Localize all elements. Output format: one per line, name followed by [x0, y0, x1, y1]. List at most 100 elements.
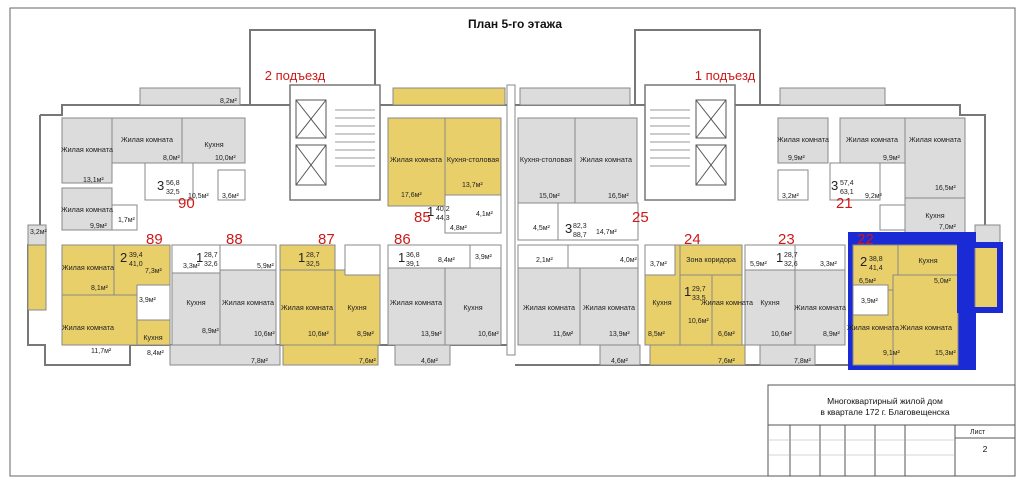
svg-text:9,9м²: 9,9м² [90, 223, 108, 230]
svg-text:4,6м²: 4,6м² [611, 358, 629, 365]
svg-text:8,9м²: 8,9м² [823, 331, 841, 338]
svg-text:88,7: 88,7 [573, 232, 587, 239]
svg-text:9,2м²: 9,2м² [865, 193, 883, 200]
apt-summary-21: 3 57,4 63,1 [831, 178, 854, 196]
svg-text:3,9м²: 3,9м² [475, 254, 493, 261]
svg-text:3: 3 [157, 178, 164, 193]
apt-number-23: 23 [778, 231, 795, 248]
svg-text:28,7: 28,7 [306, 252, 320, 259]
svg-text:2: 2 [120, 250, 127, 265]
apt-number-86: 86 [394, 231, 411, 248]
apartment-22 [848, 232, 1003, 370]
apt-number-21: 21 [836, 195, 853, 212]
svg-text:10,6м²: 10,6м² [688, 318, 709, 325]
svg-text:8,9м²: 8,9м² [202, 328, 220, 335]
svg-text:57,4: 57,4 [840, 180, 854, 187]
svg-text:33,5: 33,5 [692, 295, 706, 302]
svg-text:38,8: 38,8 [869, 256, 883, 263]
apt-number-89: 89 [146, 231, 163, 248]
apt-summary-85: 1 40,2 44,3 [427, 204, 450, 222]
svg-text:36,8: 36,8 [406, 252, 420, 259]
apt-summary-89: 2 39,4 41,0 [120, 250, 143, 268]
svg-text:10,6м²: 10,6м² [771, 331, 792, 338]
svg-text:2: 2 [860, 254, 867, 269]
svg-text:10,0м²: 10,0м² [215, 155, 236, 162]
svg-text:Жилая комната: Жилая комната [909, 135, 961, 144]
svg-text:Кухня: Кухня [925, 211, 944, 220]
stamp-line-2: в квартале 172 г. Благовещенска [820, 407, 950, 417]
svg-text:10,6м²: 10,6м² [254, 331, 275, 338]
apt-number-25: 25 [632, 209, 649, 226]
svg-text:41,4: 41,4 [869, 265, 883, 272]
svg-text:3,3м²: 3,3м² [820, 261, 838, 268]
svg-text:Кухня-столовая: Кухня-столовая [520, 155, 572, 164]
svg-text:32,6: 32,6 [204, 261, 218, 268]
apartment-21 [777, 117, 966, 234]
svg-text:Жилая комната: Жилая комната [580, 155, 632, 164]
svg-text:3,6м²: 3,6м² [222, 193, 240, 200]
svg-text:Жилая комната: Жилая комната [390, 298, 442, 307]
svg-text:2,1м²: 2,1м² [536, 257, 554, 264]
sheet-label: Лист [970, 429, 986, 436]
apt-number-87: 87 [318, 231, 335, 248]
svg-text:Кухня: Кухня [347, 303, 366, 312]
svg-text:32,6: 32,6 [784, 261, 798, 268]
apartment-23 [744, 244, 846, 346]
apt-summary-87: 1 28,7 32,5 [298, 250, 320, 268]
entrance-2-label: 2 подъезд [265, 68, 326, 83]
apartment-88 [171, 244, 277, 346]
svg-text:6,5м²: 6,5м² [859, 278, 877, 285]
svg-text:13,9м²: 13,9м² [421, 331, 442, 338]
svg-text:13,1м²: 13,1м² [83, 177, 104, 184]
svg-text:41,0: 41,0 [129, 261, 143, 268]
svg-text:39,4: 39,4 [129, 252, 143, 259]
svg-text:Жилая комната: Жилая комната [777, 135, 829, 144]
sheet-frame [9, 7, 1016, 477]
svg-text:10,6м²: 10,6м² [478, 331, 499, 338]
svg-text:8,1м²: 8,1м² [91, 285, 109, 292]
plan-title: План 5-го этажа [468, 17, 562, 31]
svg-text:Жилая комната: Жилая комната [222, 298, 274, 307]
svg-text:Жилая комната: Жилая комната [523, 303, 575, 312]
apt-summary-88: 1 28,7 32,6 [196, 250, 218, 268]
apartment-89 [61, 244, 171, 346]
svg-text:10,6м²: 10,6м² [308, 331, 329, 338]
svg-text:Жилая комната: Жилая комната [62, 323, 114, 332]
apartment-87 [279, 244, 381, 346]
svg-text:15,3м²: 15,3м² [935, 350, 956, 357]
svg-text:Кухня: Кухня [463, 303, 482, 312]
expansion-joint [506, 84, 516, 356]
svg-text:7,6м²: 7,6м² [359, 358, 377, 365]
apt-summary-22: 2 38,8 41,4 [860, 254, 883, 272]
sheet-number: 2 [983, 444, 988, 454]
apt-number-24: 24 [684, 231, 701, 248]
apartment-90 [61, 117, 246, 231]
svg-text:28,7: 28,7 [204, 252, 218, 259]
svg-text:Жилая комната: Жилая комната [846, 135, 898, 144]
svg-text:7,8м²: 7,8м² [794, 358, 812, 365]
svg-text:16,5м²: 16,5м² [608, 193, 629, 200]
apt-summary-90: 3 56,8 32,5 [157, 178, 180, 196]
svg-text:1: 1 [427, 204, 434, 219]
svg-text:32,5: 32,5 [306, 261, 320, 268]
svg-text:1: 1 [196, 250, 203, 265]
svg-text:1,7м²: 1,7м² [118, 217, 136, 224]
svg-text:16,5м²: 16,5м² [935, 185, 956, 192]
svg-text:3,7м²: 3,7м² [650, 261, 668, 268]
svg-text:Жилая комната: Жилая комната [281, 303, 333, 312]
svg-text:Жилая комната: Жилая комната [900, 323, 952, 332]
svg-text:Кухня: Кухня [652, 298, 671, 307]
svg-text:56,8: 56,8 [166, 180, 180, 187]
apt-summary-23: 1 28,7 32,6 [776, 250, 798, 268]
svg-text:7,8м²: 7,8м² [251, 358, 269, 365]
svg-text:11,7м²: 11,7м² [91, 348, 112, 355]
svg-text:7,6м²: 7,6м² [718, 358, 736, 365]
svg-text:44,3: 44,3 [436, 215, 450, 222]
svg-text:5,0м²: 5,0м² [934, 278, 952, 285]
svg-text:1: 1 [776, 250, 783, 265]
apt-summary-25: 3 82,3 88,7 [565, 221, 587, 239]
svg-text:Жилая комната: Жилая комната [701, 298, 753, 307]
svg-text:8,9м²: 8,9м² [357, 331, 375, 338]
svg-text:Кухня: Кухня [760, 298, 779, 307]
svg-text:8,5м²: 8,5м² [648, 331, 666, 338]
